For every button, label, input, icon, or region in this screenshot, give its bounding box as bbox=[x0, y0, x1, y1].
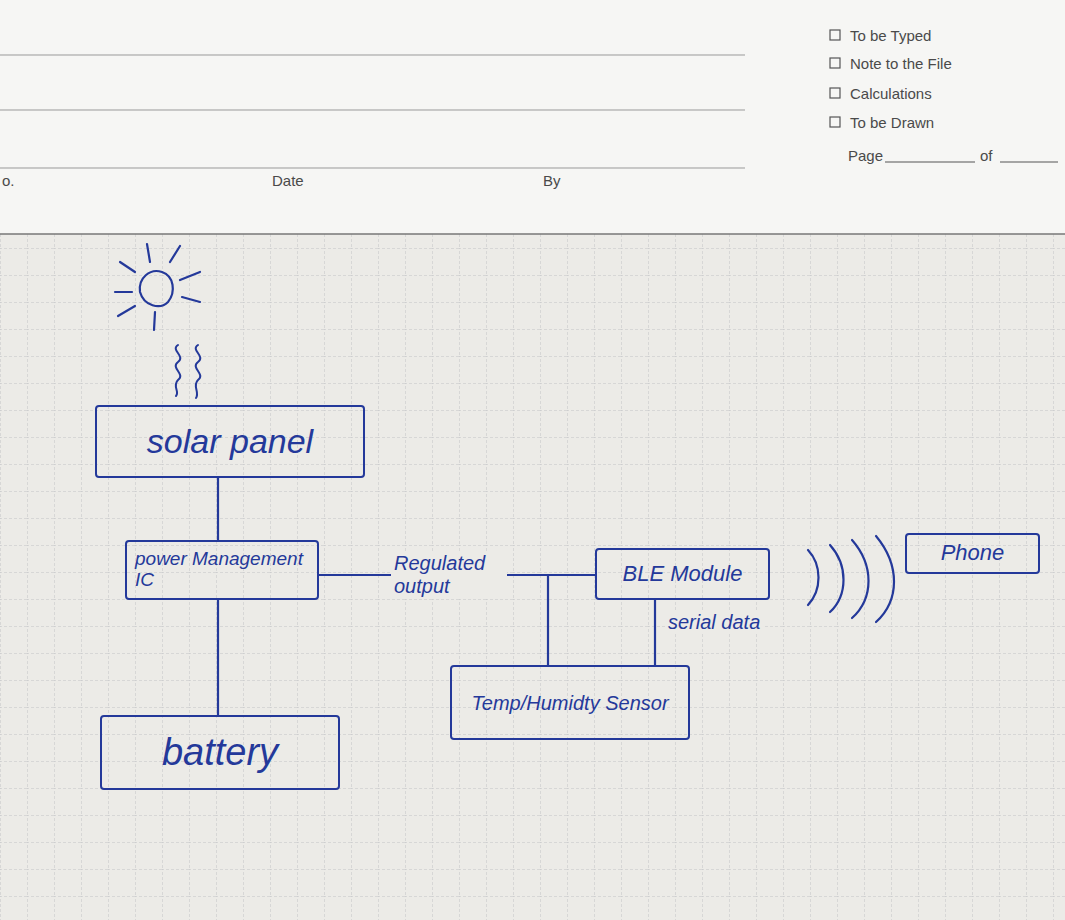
form-line bbox=[0, 55, 745, 56]
form-label: Calculations bbox=[850, 85, 932, 102]
sunlight-squiggles bbox=[176, 345, 201, 398]
header-rule bbox=[0, 233, 1065, 235]
solar-panel-box: solar panel bbox=[95, 405, 365, 478]
edge-label: serial data bbox=[665, 611, 763, 634]
box-label: Temp/Humidty Sensor bbox=[471, 692, 668, 714]
form-label: Date bbox=[272, 172, 304, 189]
wire bbox=[654, 600, 656, 665]
checkboxes bbox=[830, 30, 840, 127]
page-blank bbox=[885, 162, 975, 163]
form-label: Note to the File bbox=[850, 55, 952, 72]
form-label: By bbox=[543, 172, 561, 189]
radio-waves bbox=[808, 536, 894, 622]
edge-label: Regulated output bbox=[391, 552, 507, 598]
ble-module-box: BLE Module bbox=[595, 548, 770, 600]
form-line bbox=[0, 110, 745, 111]
wire bbox=[217, 600, 219, 715]
form-header bbox=[0, 0, 1065, 234]
pmic-box: power Management IC bbox=[125, 540, 319, 600]
form-label: To be Drawn bbox=[850, 114, 934, 131]
form-label: of bbox=[980, 147, 993, 164]
form-label: o. bbox=[2, 172, 15, 189]
box-label: power Management IC bbox=[135, 549, 309, 591]
battery-box: battery bbox=[100, 715, 340, 790]
page-blank bbox=[1000, 162, 1058, 163]
sun-illustration bbox=[115, 244, 200, 330]
form-label: Page bbox=[848, 147, 883, 164]
box-label: Phone bbox=[941, 541, 1005, 565]
form-line bbox=[0, 168, 745, 169]
phone-box: Phone bbox=[905, 533, 1040, 574]
box-label: BLE Module bbox=[623, 562, 743, 586]
box-label: solar panel bbox=[147, 423, 313, 460]
form-label: To be Typed bbox=[850, 27, 931, 44]
sensor-box: Temp/Humidty Sensor bbox=[450, 665, 690, 740]
wire bbox=[217, 478, 219, 540]
box-label: battery bbox=[162, 732, 278, 774]
grid-paper bbox=[0, 234, 1065, 920]
